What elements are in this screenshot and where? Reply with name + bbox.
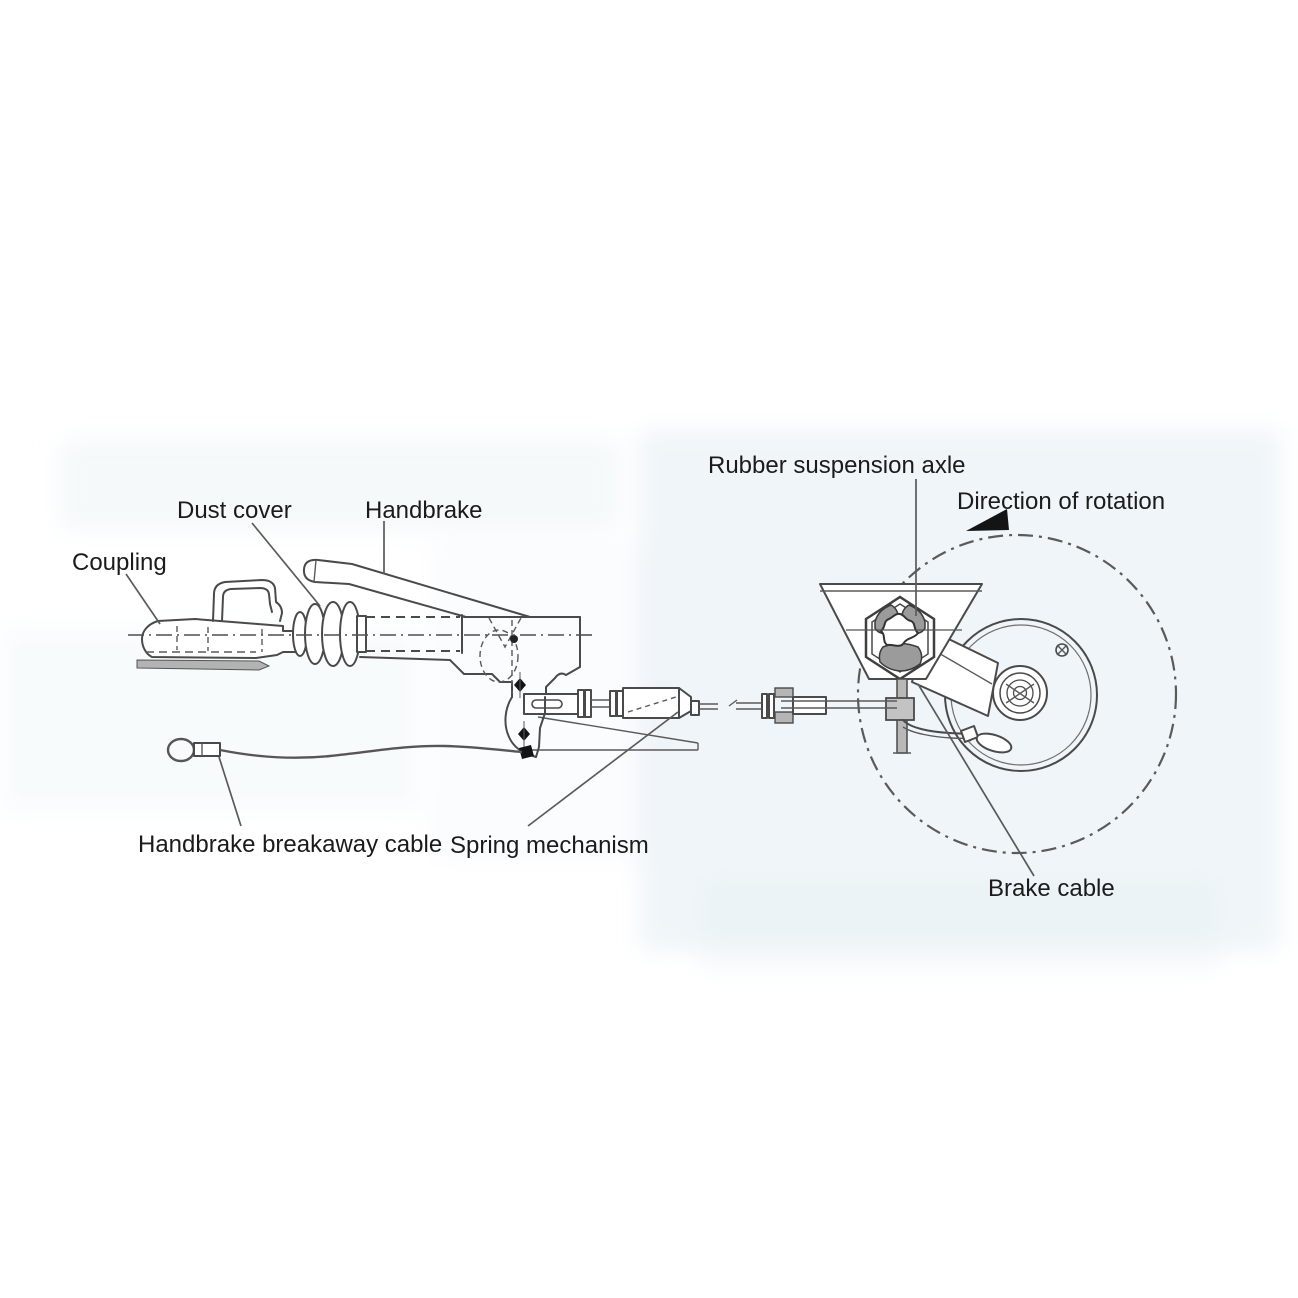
lever-pivot [510, 635, 518, 643]
spring-mechanism-assembly [523, 687, 718, 719]
hexagon-inner [871, 603, 929, 673]
dust-cover-bellows [292, 601, 367, 667]
label-rubber-suspension-axle: Rubber suspension axle [708, 452, 966, 479]
tint-patch [60, 440, 620, 530]
spring-collar [690, 700, 700, 716]
drawbar-tube [366, 614, 463, 654]
rubber-suspension-axle-housing [846, 595, 962, 681]
label-handbrake-breakaway-cable: Handbrake breakaway cable [138, 831, 442, 858]
brake-rod-rear [728, 687, 897, 724]
leader-dust-cover [251, 522, 321, 607]
handbrake-lever [302, 558, 531, 618]
rod-clamp [885, 697, 915, 721]
breakaway-cable [166, 737, 523, 763]
bellows-cuff [356, 615, 367, 653]
label-direction-of-rotation: Direction of rotation [957, 488, 1165, 515]
handbrake-grip [302, 558, 353, 585]
ratchet-hidden [479, 629, 519, 683]
overrun-brake-housing [359, 616, 581, 759]
rotation-arrow-icon [966, 509, 1009, 531]
adjuster-cap [774, 711, 794, 724]
leader-spring-mechanism [527, 711, 679, 827]
label-brake-cable: Brake cable [988, 875, 1115, 902]
coupling-head [141, 618, 299, 659]
coupling-base-plate [136, 659, 271, 671]
housing-leg [504, 696, 546, 758]
leader-lines [125, 479, 1035, 877]
rod-guide-bar [524, 716, 699, 751]
leader-coupling [125, 573, 161, 625]
backplate-bolt-icon [1055, 643, 1069, 657]
adjuster-cap [774, 687, 794, 698]
spring-cylinder [622, 687, 680, 719]
wheel-centerline-circle [856, 533, 1178, 855]
bracket-slot [531, 699, 563, 709]
lever-slot-hidden [488, 617, 522, 649]
coupling-handle [212, 579, 283, 622]
labels: Coupling Dust cover Handbrake Rubber sus… [72, 452, 1165, 902]
label-dust-cover: Dust cover [177, 497, 292, 524]
cable-end-fitting [975, 732, 1013, 754]
brake-cable-run [902, 719, 1013, 754]
cable-adjuster-body [792, 696, 827, 715]
rubber-lobe [878, 642, 923, 672]
leader-breakaway-cable [218, 756, 242, 827]
label-spring-mechanism: Spring mechanism [450, 832, 649, 859]
label-handbrake: Handbrake [365, 497, 482, 524]
leader-brake-cable [917, 683, 1035, 877]
cable-ferrule [193, 742, 221, 757]
tint-patch [700, 880, 1220, 970]
brake-lever-link [885, 678, 915, 754]
cable-anchor-marker [519, 745, 534, 759]
wheel-hub [992, 665, 1048, 721]
label-coupling: Coupling [72, 549, 167, 576]
cable-wire [219, 744, 523, 759]
